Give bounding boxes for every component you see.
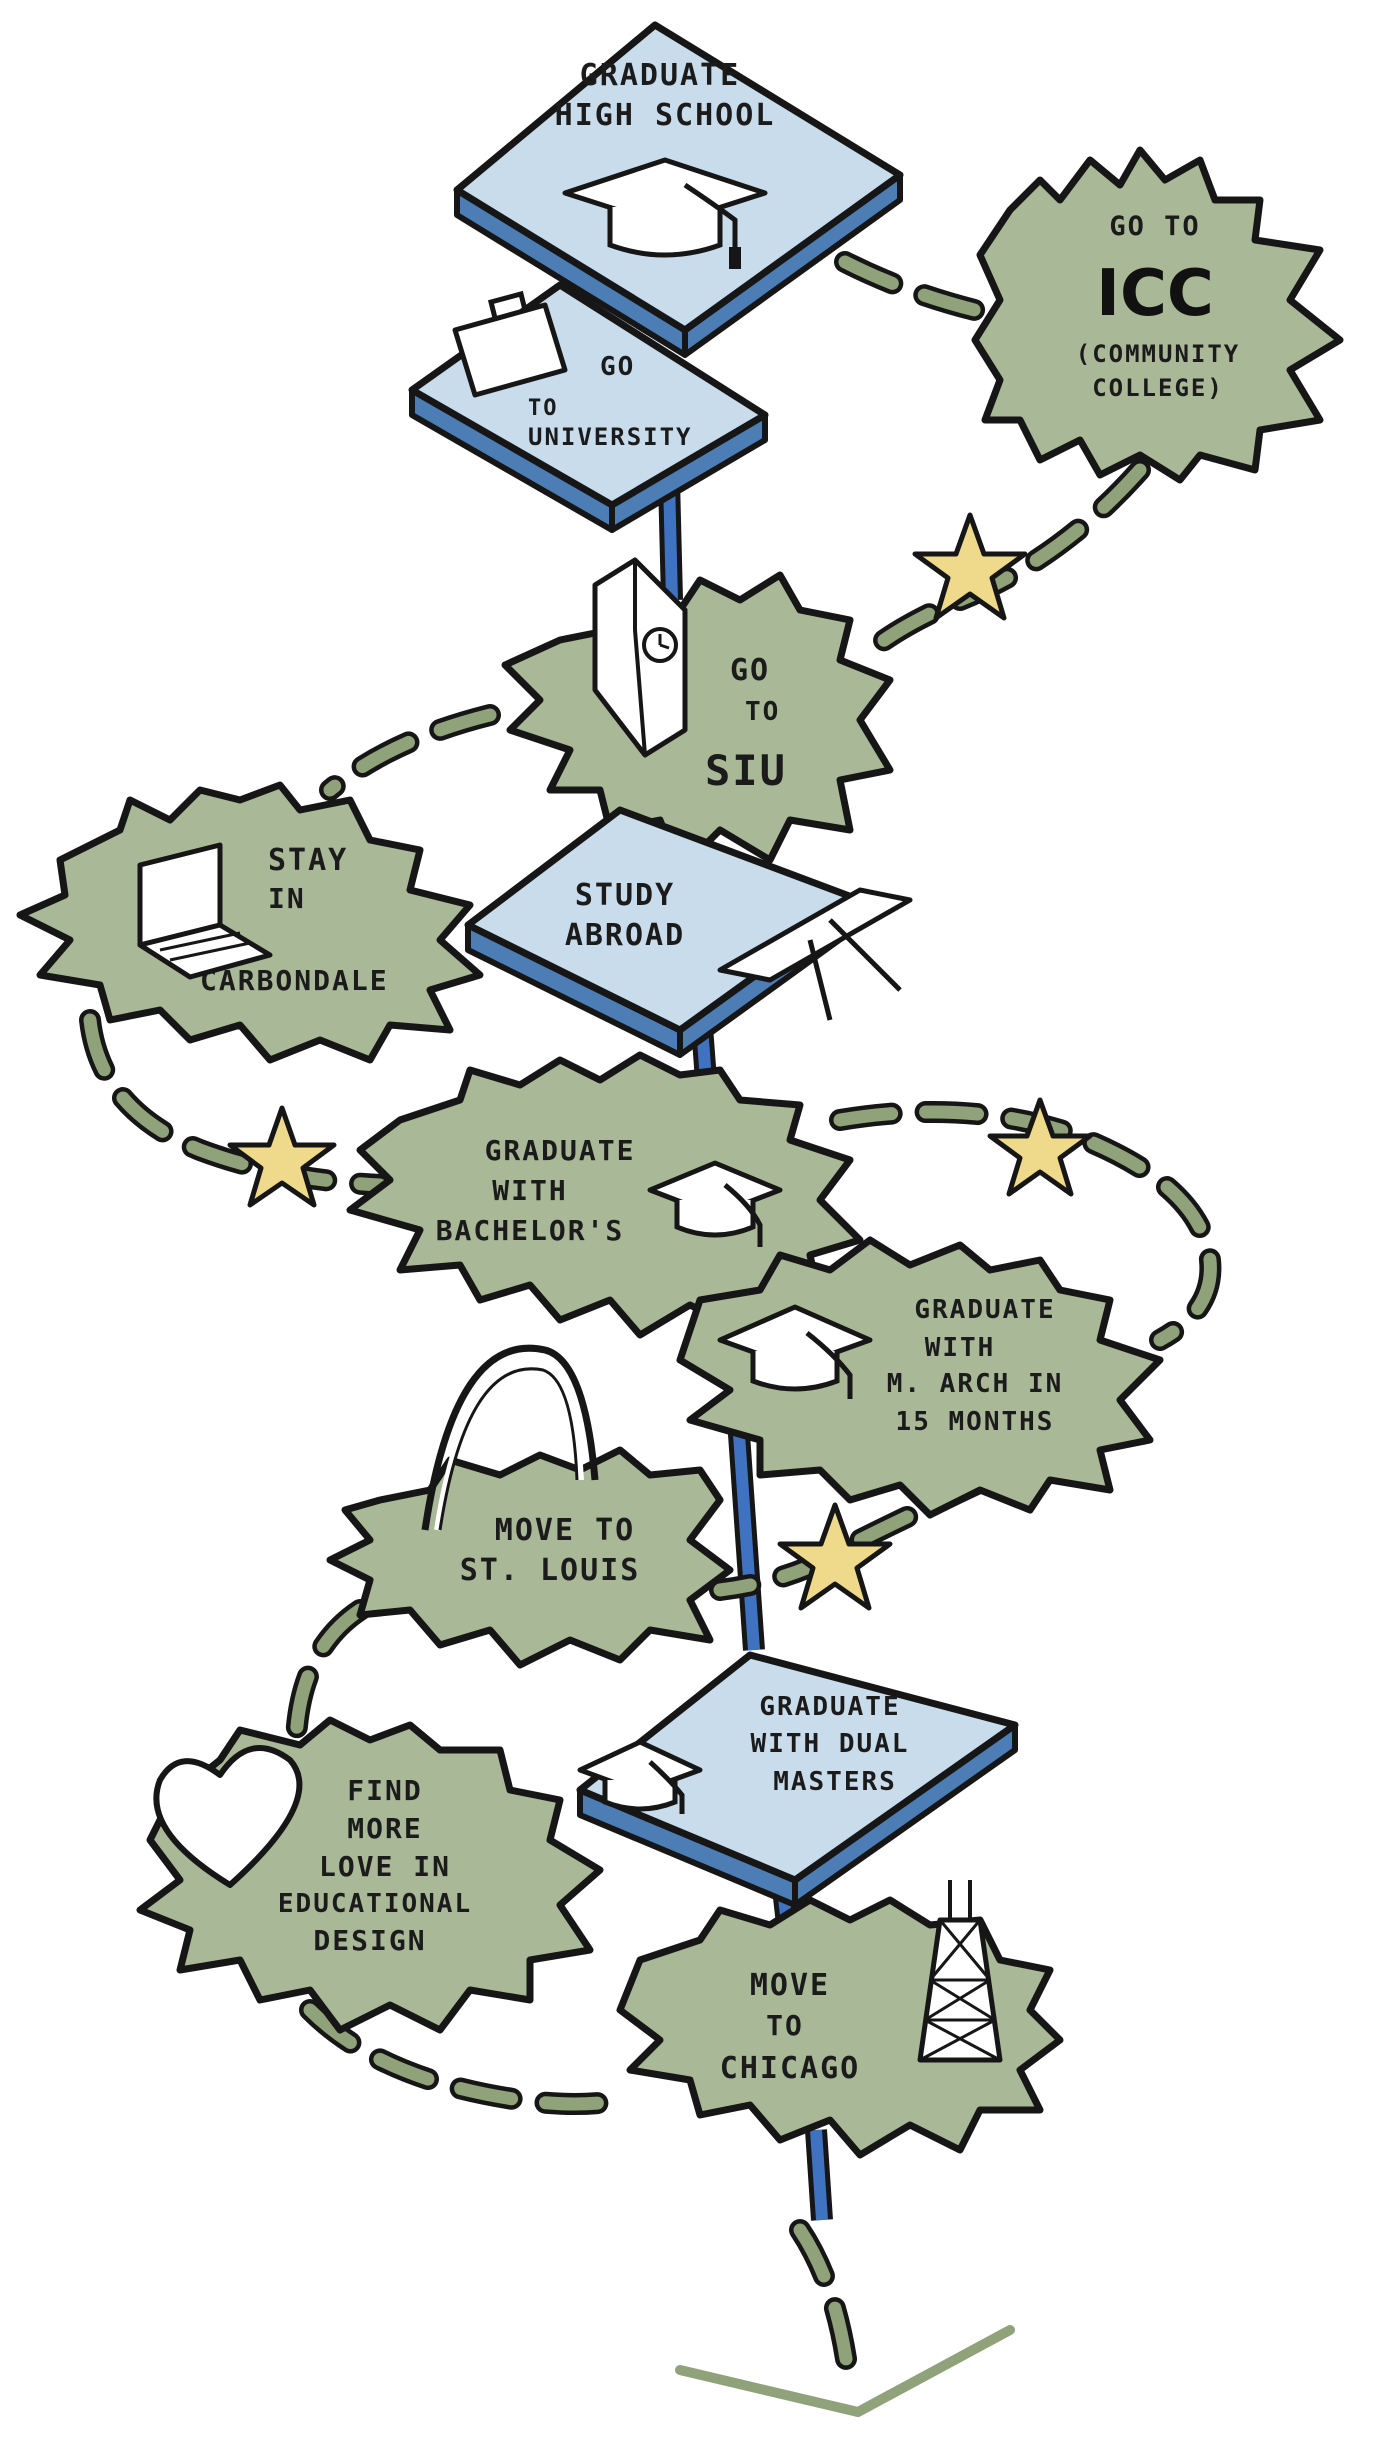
- carbondale-label-line3: CARBONDALE: [200, 964, 389, 997]
- briefcase-icon: [452, 290, 568, 398]
- high-school-label-line2: HIGH SCHOOL: [555, 98, 776, 133]
- love-label-line3: LOVE IN: [319, 1850, 451, 1883]
- dual-masters-label-line3: MASTERS: [773, 1767, 897, 1797]
- node-graduate-dual-masters: GRADUATE WITH DUAL MASTERS: [576, 1651, 1019, 1908]
- study-abroad-label-line2: ABROAD: [565, 918, 685, 953]
- drafting-table-icon: [717, 887, 913, 1021]
- icc-label-line1: GO TO: [1109, 211, 1200, 242]
- chicago-label-line2: TO: [766, 2009, 804, 2042]
- university-label-line1: GO: [600, 352, 635, 382]
- skyscraper-icon: [917, 1880, 1003, 2063]
- graduation-cap-icon: [577, 1739, 703, 1814]
- star-icon: [987, 1097, 1093, 1197]
- future-arrow: [675, 2325, 1015, 2417]
- node-stay-in-carbondale: STAY IN CARBONDALE: [16, 781, 484, 1064]
- dual-masters-label-line2: WITH DUAL: [751, 1729, 910, 1759]
- study-abroad-label-line1: STUDY: [575, 878, 675, 913]
- star-icon: [912, 512, 1028, 621]
- st-louis-label-line1: MOVE TO: [495, 1513, 635, 1548]
- march-label-line3: M. ARCH IN: [887, 1369, 1064, 1399]
- carbondale-label-line1: STAY: [268, 843, 348, 878]
- love-label-line2: MORE: [347, 1812, 422, 1845]
- node-move-to-st-louis: MOVE TO ST. LOUIS: [326, 1446, 734, 1669]
- clock-tower-icon: [592, 557, 688, 758]
- graduation-cap-icon: [717, 1304, 873, 1399]
- graduation-cap-icon: [562, 157, 768, 269]
- chicago-label-line3: CHICAGO: [720, 2051, 860, 2086]
- university-label-line2: TO: [528, 396, 559, 421]
- chicago-label-line1: MOVE: [750, 1968, 830, 2003]
- graduation-cap-icon: [647, 1160, 783, 1247]
- siu-label-line2: TO: [745, 697, 780, 727]
- love-label-line1: FIND: [347, 1774, 422, 1807]
- star-icon: [777, 1502, 893, 1611]
- love-label-line4: EDUCATIONAL: [278, 1889, 472, 1919]
- bachelors-label-line2: WITH: [492, 1174, 567, 1207]
- st-louis-label-line2: ST. LOUIS: [460, 1553, 641, 1588]
- gateway-arch-icon: [421, 1344, 599, 1531]
- bachelors-label-line3: BACHELOR'S: [436, 1214, 625, 1247]
- siu-label-line1: GO: [730, 653, 770, 688]
- love-label-line5: DESIGN: [313, 1924, 426, 1957]
- university-label-line3: UNIVERSITY: [528, 423, 693, 451]
- march-label-line2: WITH: [925, 1333, 996, 1363]
- bachelors-label-line1: GRADUATE: [485, 1134, 636, 1167]
- carbondale-label-line2: IN: [268, 882, 306, 915]
- high-school-label-line1: GRADUATE: [580, 58, 741, 93]
- siu-label-line3: SIU: [705, 746, 787, 795]
- laptop-icon: [137, 842, 273, 980]
- node-graduate-bachelors: GRADUATE WITH BACHELOR'S: [346, 1051, 864, 1339]
- node-go-to-siu: GO TO SIU: [501, 571, 894, 874]
- icc-label-line4: COLLEGE): [1092, 374, 1224, 402]
- dual-masters-label-line1: GRADUATE: [759, 1692, 900, 1722]
- heart-icon: [153, 1745, 303, 1888]
- star-icon: [227, 1105, 337, 1208]
- node-go-to-icc: GO TO ICC (COMMUNITY COLLEGE): [971, 146, 1344, 484]
- march-label-line1: GRADUATE: [914, 1295, 1055, 1325]
- march-label-line4: 15 MONTHS: [896, 1407, 1055, 1437]
- icc-label-line2: ICC: [1096, 257, 1214, 331]
- icc-label-line3: (COMMUNITY: [1076, 340, 1241, 368]
